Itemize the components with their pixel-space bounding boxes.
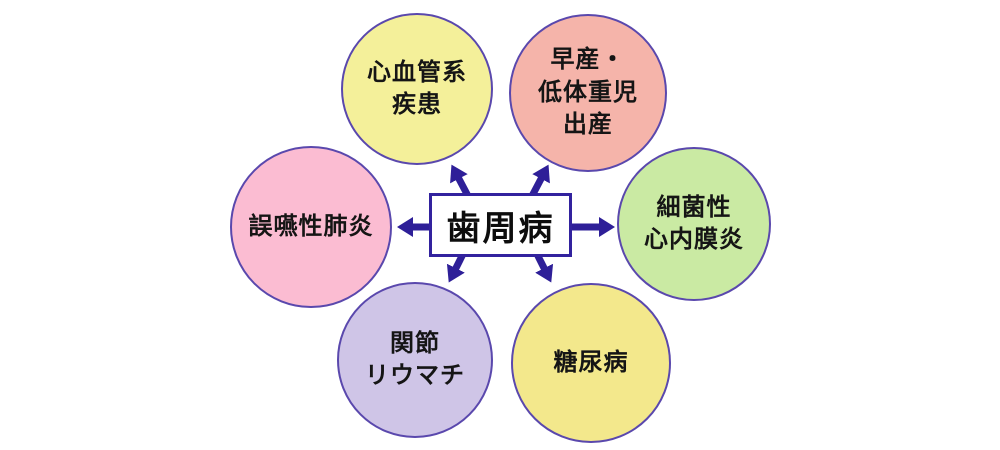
node-label-rheumatoid: 関節 リウマチ <box>365 329 465 389</box>
node-label-endocarditis: 細菌性 心内膜炎 <box>644 193 744 253</box>
node-label-cardiovascular: 心血管系 疾患 <box>367 58 467 118</box>
node-cardiovascular-disease: 心血管系 疾患 <box>341 13 493 165</box>
node-rheumatoid-arthritis: 関節 リウマチ <box>337 282 493 438</box>
node-aspiration-pneumonia: 誤嚥性肺炎 <box>230 146 392 308</box>
node-bacterial-endocarditis: 細菌性 心内膜炎 <box>617 147 771 301</box>
node-preterm-low-birth-weight: 早産・ 低体重児 出産 <box>509 14 667 172</box>
node-label-pneumonia: 誤嚥性肺炎 <box>248 212 374 240</box>
node-label-diabetes: 糖尿病 <box>553 348 629 376</box>
node-label-preterm: 早産・ 低体重児 出産 <box>538 46 638 139</box>
center-node-label: 歯周病 <box>446 209 555 248</box>
center-node-periodontal-disease: 歯周病 <box>429 193 572 257</box>
node-diabetes: 糖尿病 <box>511 283 671 443</box>
